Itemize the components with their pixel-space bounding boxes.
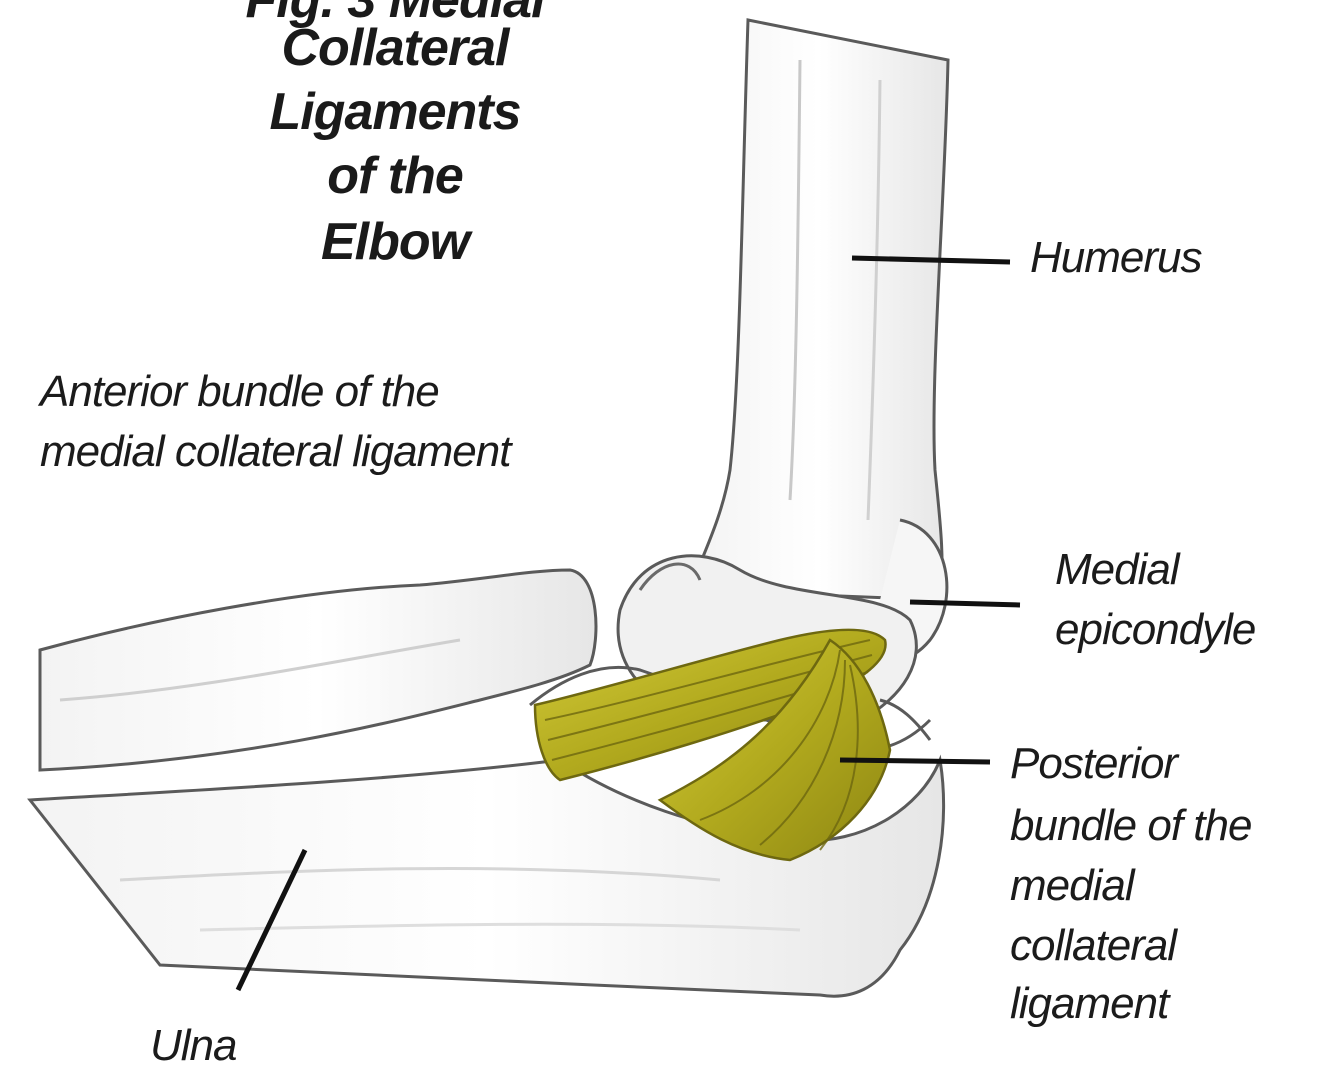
title-line-3: of the bbox=[185, 146, 605, 206]
anterior-bundle-label-line2: medial collateral ligament bbox=[40, 424, 510, 480]
title-line-2: Ligaments bbox=[185, 82, 605, 142]
posterior-bundle-label-line1: Posterior bbox=[1010, 736, 1177, 792]
medial-epicondyle-label-line1: Medial bbox=[1055, 542, 1179, 598]
ulna-label: Ulna bbox=[150, 1018, 237, 1067]
posterior-bundle-label-line5: ligament bbox=[1010, 976, 1168, 1032]
posterior-bundle-leader bbox=[840, 760, 990, 762]
anterior-bundle-label-line1: Anterior bundle of the bbox=[40, 364, 439, 420]
posterior-bundle-label-line3: medial bbox=[1010, 858, 1134, 914]
medial-epicondyle-label-line2: epicondyle bbox=[1055, 602, 1255, 658]
title-line-4: Elbow bbox=[185, 212, 605, 272]
humerus-label: Humerus bbox=[1030, 230, 1202, 286]
posterior-bundle-label-line4: collateral bbox=[1010, 918, 1176, 974]
title-line-1: Collateral bbox=[185, 18, 605, 78]
medial-epicondyle-leader bbox=[910, 602, 1020, 605]
radius-bone bbox=[40, 570, 596, 770]
posterior-bundle-label-line2: bundle of the bbox=[1010, 798, 1251, 854]
humerus-bone bbox=[690, 20, 948, 600]
